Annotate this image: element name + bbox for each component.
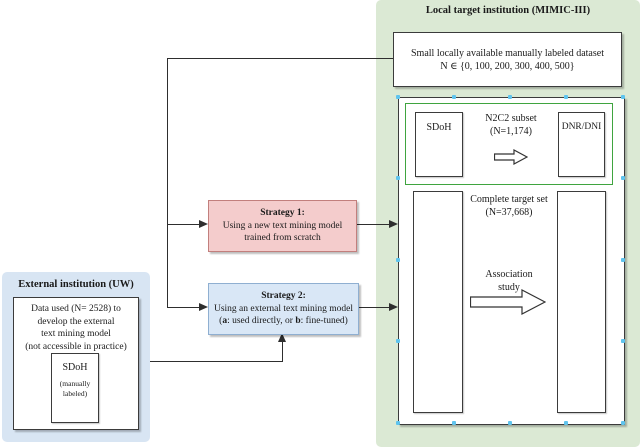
association-line2: study: [498, 282, 520, 293]
association-block-arrow-icon: [470, 289, 546, 315]
n2c2-subset-label: N2C2 subset (N=1,174): [456, 112, 566, 138]
selection-handle[interactable]: [621, 95, 625, 99]
strategy2-line1: Using an external text mining model: [213, 303, 354, 314]
n2c2-subset-line2: (N=1,174): [489, 126, 533, 137]
external-sdoh-sub2: labeled): [62, 388, 88, 398]
association-line1: Association: [485, 269, 533, 280]
selection-handle[interactable]: [564, 421, 568, 425]
complete-set-line2: (N=37,668): [485, 207, 533, 218]
selection-handle[interactable]: [564, 95, 568, 99]
strategy2-box: Strategy 2: Using an external text minin…: [208, 283, 359, 335]
local-target-panel-title: Local target institution (MIMIC-III): [425, 5, 591, 16]
complete-set-right-column: [557, 191, 606, 413]
n2c2-dnr-label: DNR/DNI: [561, 122, 602, 132]
small-dataset-line2: N ∈ {0, 100, 200, 300, 400, 500}: [440, 60, 575, 72]
external-institution-title: External institution (UW): [18, 279, 134, 290]
arrowhead-strategy2-out: [389, 303, 398, 311]
connector-smallset-horizontal: [167, 58, 393, 59]
connector-into-strategy2: [167, 307, 200, 308]
arrowhead-into-strategy2: [199, 303, 208, 311]
external-institution-panel: External institution (UW) Data used (N= …: [2, 272, 150, 442]
small-dataset-line1: Small locally available manually labeled…: [411, 47, 604, 59]
complete-set-line1: Complete target set: [470, 194, 548, 205]
strategy1-title: Strategy 1:: [260, 208, 305, 219]
connector-left-rail: [167, 58, 168, 308]
external-data-line3: text mining model: [41, 329, 111, 339]
arrowhead-into-strategy1: [199, 220, 208, 228]
strategy1-line2: trained from scratch: [244, 233, 321, 244]
connector-strategy2-out: [358, 307, 390, 308]
connector-into-strategy1: [167, 224, 200, 225]
connector-uw-horizontal: [137, 361, 283, 362]
strategy2-line2-a: a: [222, 316, 228, 327]
n2c2-sdoh-box: SDoH: [415, 112, 463, 177]
strategy2-title: Strategy 2:: [261, 291, 306, 302]
complete-set-left-column: [413, 191, 463, 413]
strategy1-line1: Using a new text mining model: [222, 220, 343, 231]
selection-handle[interactable]: [621, 339, 625, 343]
selection-handle[interactable]: [621, 176, 625, 180]
strategy2-line2-open: (: [219, 316, 223, 327]
selection-handle[interactable]: [621, 421, 625, 425]
selection-handle[interactable]: [396, 95, 400, 99]
n2c2-dnr-box: DNR/DNI: [558, 112, 605, 177]
external-sdoh-title: SDoH: [62, 362, 88, 373]
selection-handle[interactable]: [452, 421, 456, 425]
strategy2-line2-end: : fine-tuned): [300, 316, 348, 327]
n2c2-sdoh-label: SDoH: [426, 122, 452, 133]
n2c2-block-arrow-icon: [494, 149, 528, 165]
arrowhead-strategy1-out: [389, 220, 398, 228]
strategy2-line2: (a: used directly, or b: fine-tuned): [219, 315, 348, 328]
selection-handle[interactable]: [396, 176, 400, 180]
selection-handle[interactable]: [508, 95, 512, 99]
external-sdoh-sub1: (manually: [59, 379, 91, 388]
strategy2-line2-b: b: [295, 316, 301, 327]
n2c2-subset-line1: N2C2 subset: [485, 113, 537, 124]
selection-handle[interactable]: [396, 258, 400, 262]
external-data-line1: Data used (N= 2528) to: [31, 304, 121, 314]
association-study-label: Association study: [454, 268, 564, 294]
external-data-line4: (not accessible in practice): [25, 341, 127, 352]
target-set-outer-box: SDoH N2C2 subset (N=1,174) DNR/DNI Compl…: [398, 97, 625, 425]
complete-set-label: Complete target set (N=37,668): [454, 193, 564, 219]
selection-handle[interactable]: [396, 339, 400, 343]
selection-handle[interactable]: [508, 421, 512, 425]
arrowhead-uw-into-strategy2: [278, 333, 286, 342]
selection-handle[interactable]: [621, 258, 625, 262]
n2c2-subset-box: SDoH N2C2 subset (N=1,174) DNR/DNI: [405, 103, 613, 185]
small-dataset-box: Small locally available manually labeled…: [393, 32, 622, 87]
external-data-box: Data used (N= 2528) to develop the exter…: [13, 297, 139, 430]
selection-handle[interactable]: [396, 421, 400, 425]
connector-uw-vertical: [281, 341, 283, 362]
strategy1-box: Strategy 1: Using a new text mining mode…: [208, 200, 357, 252]
selection-handle[interactable]: [452, 95, 456, 99]
strategy2-line2-mid: : used directly, or: [227, 316, 296, 327]
connector-strategy1-out: [356, 224, 390, 225]
external-sdoh-box: SDoH (manually labeled): [51, 353, 99, 423]
external-data-line2: develop the external: [37, 316, 115, 327]
